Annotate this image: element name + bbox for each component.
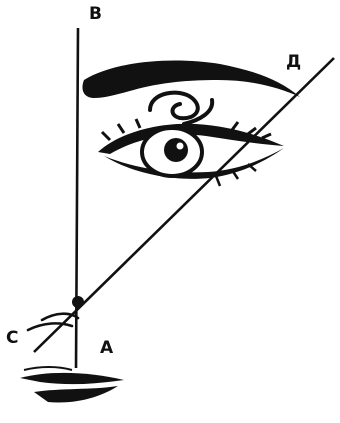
intersection-point <box>72 296 84 308</box>
eye-pupil <box>164 138 188 162</box>
eye <box>98 119 284 186</box>
eyebrow <box>82 61 300 98</box>
eyelid-crease <box>150 93 212 124</box>
label-c: С <box>6 330 18 347</box>
label-b: В <box>89 6 102 23</box>
lips <box>20 367 124 402</box>
label-d: Д <box>286 54 301 71</box>
label-a: А <box>100 340 113 357</box>
